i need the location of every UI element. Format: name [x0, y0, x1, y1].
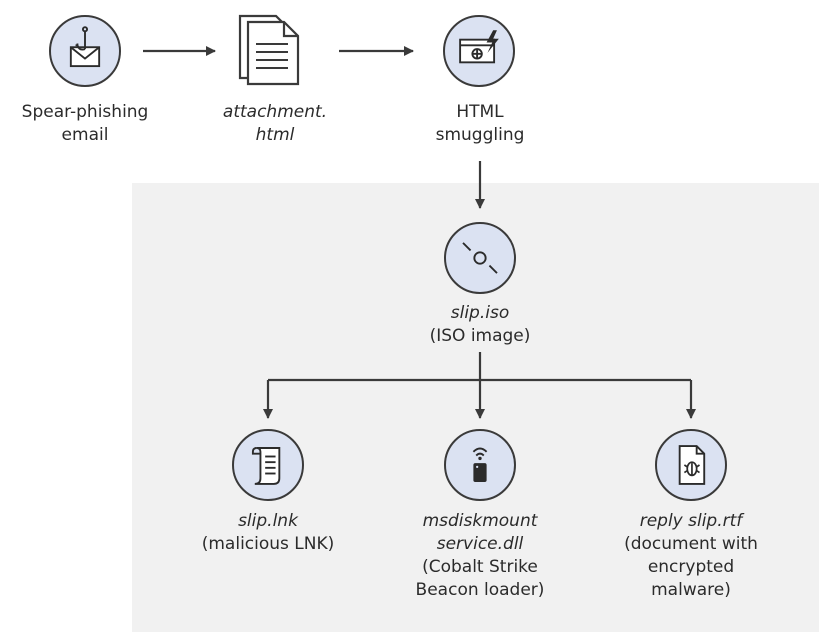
bug-document-icon	[678, 445, 706, 485]
slip-lnk-node	[232, 429, 304, 501]
reply-slip-rtf-label: reply slip.rtf (document with encrypted …	[624, 510, 758, 602]
slip-iso-node	[444, 222, 516, 294]
html-smuggling-node	[443, 15, 515, 87]
disc-icon	[462, 242, 498, 274]
slip-lnk-desc: (malicious LNK)	[201, 534, 335, 554]
slip-iso-desc: (ISO image)	[429, 326, 531, 346]
rtf-desc-line-1: (document with	[624, 534, 758, 554]
slip-lnk-name: slip.lnk	[238, 511, 298, 531]
reply-slip-rtf-name: reply slip.rtf	[639, 511, 743, 531]
browser-lightning-icon	[459, 30, 499, 64]
attachment-html-label: attachment. html	[222, 102, 328, 145]
dll-name-line-2: service.dll	[436, 534, 524, 554]
msdiskmount-dll-node	[444, 429, 516, 501]
scroll-icon	[251, 447, 281, 485]
document-icon	[238, 14, 300, 86]
html-smuggling-label: HTML smuggling	[435, 102, 525, 145]
slip-lnk-label: slip.lnk (malicious LNK)	[202, 510, 335, 556]
dll-desc-line-2: Beacon loader)	[415, 580, 545, 600]
rtf-desc-line-2: encrypted	[647, 557, 735, 577]
reply-slip-rtf-node	[655, 429, 727, 501]
rtf-desc-line-3: malware)	[651, 580, 731, 600]
dll-name-line-1: msdiskmount	[422, 511, 538, 531]
dll-desc-line-1: (Cobalt Strike	[422, 557, 538, 577]
msdiskmount-dll-label: msdiskmount service.dll (Cobalt Strike B…	[416, 510, 545, 602]
slip-iso-label: slip.iso (ISO image)	[430, 302, 531, 348]
spear-phishing-email-node	[49, 15, 121, 87]
beacon-icon	[472, 447, 488, 482]
spear-phishing-email-label: Spear-phishing email	[21, 102, 149, 145]
slip-iso-name: slip.iso	[450, 303, 510, 323]
fishhook-envelope-icon	[69, 26, 101, 68]
